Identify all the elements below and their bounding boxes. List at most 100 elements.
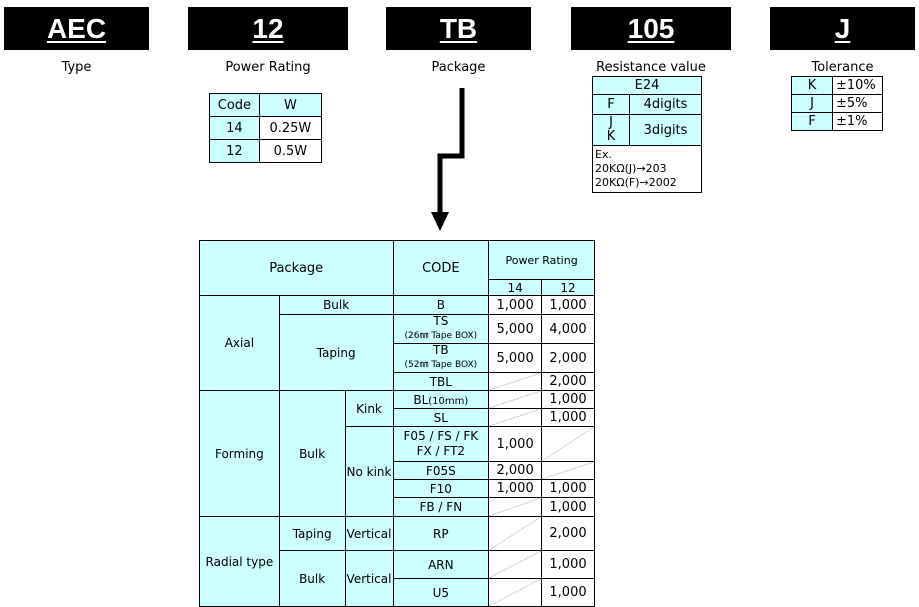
code-sl: SL [392,408,490,427]
code-tb-label: TB [433,343,449,357]
value-12: 1,000 [541,497,595,517]
code-b: B [392,295,490,315]
code-f05-line1: F05 / FS / FK [403,429,479,443]
resistance-digits-cell: 4digits [629,94,702,115]
tolerance-code-cell: J [791,94,833,113]
resistance-label: Resistance value [596,60,706,75]
code-f10: F10 [392,479,490,498]
code-ts-sub: (26㎜ Tape BOX) [404,331,478,341]
sub-no-kink: No kink [344,426,394,517]
code-tb: TB (52㎜ Tape BOX) [392,343,490,373]
sub-bulk: Bulk [278,550,346,607]
code-bl: BL(10mm) [392,390,490,409]
value-12: 1,000 [541,550,595,579]
package-table: Package CODE Power Rating 14 12 Axial Bu… [199,240,595,607]
power-label: Power Rating [225,60,311,75]
power-code: 12 [188,7,348,50]
resistance-code-cell: F [592,94,630,115]
sub-taping: Taping [278,516,346,551]
group-radial: Radial type [199,516,280,607]
value-12: 1,000 [541,295,595,315]
power-row-code: 14 [209,116,260,140]
code-u5: U5 [392,578,490,607]
header-12: 12 [541,279,595,296]
empty-cell [488,516,543,551]
code-fb: FB / FN [392,497,490,517]
value-12: 2,000 [541,372,595,391]
value-12: 2,000 [541,516,595,551]
code-ts-label: TS [433,314,449,328]
tolerance-value-cell: ±1% [832,112,883,131]
tolerance-label: Tolerance [811,60,874,75]
empty-cell [488,408,543,427]
empty-cell [488,372,543,391]
group-forming: Forming [199,390,280,517]
resistance-series: E24 [592,76,702,95]
tolerance-value-cell: ±10% [832,76,883,95]
value-14: 1,000 [488,295,543,315]
sub-vertical: Vertical [344,550,394,607]
tolerance-value-cell: ±5% [832,94,883,113]
power-header-code: Code [209,93,260,117]
value-12: 1,000 [541,390,595,409]
sub-kink: Kink [344,390,394,427]
tolerance-code: J [770,7,915,50]
sub-bulk: Bulk [278,295,394,315]
value-12: 2,000 [541,343,595,373]
value-14: 5,000 [488,343,543,373]
power-row-code: 12 [209,139,260,163]
code-ts: TS (26㎜ Tape BOX) [392,314,490,344]
header-code: CODE [392,240,490,296]
value-14: 5,000 [488,314,543,344]
code-bl-label: BL [413,392,429,407]
header-package: Package [199,240,394,296]
type-code: AEC [4,7,149,50]
header-power-rating: Power Rating [488,240,595,280]
empty-cell [488,578,543,607]
value-14: 2,000 [488,461,543,480]
header-14: 14 [488,279,543,296]
empty-cell [541,461,595,480]
tolerance-table: K±10% J±5% F±1% [791,76,883,131]
type-label: Type [61,60,92,75]
value-12: 1,000 [541,578,595,607]
tolerance-code-cell: F [791,112,833,131]
value-12: 1,000 [541,408,595,427]
power-header-w: W [258,93,323,117]
package-code: TB [386,7,531,50]
empty-cell [541,426,595,462]
code-f05-line2: FX / FT2 [416,444,466,458]
code-tbl: TBL [392,372,490,391]
value-12: 1,000 [541,479,595,498]
code-f05s: F05S [392,461,490,480]
group-axial: Axial [199,295,280,391]
code-arn: ARN [392,550,490,579]
sub-vertical: Vertical [344,516,394,551]
value-14: 1,000 [488,479,543,498]
down-arrow-icon [431,88,465,231]
power-row-w: 0.25W [258,116,323,140]
value-12: 4,000 [541,314,595,344]
code-tb-sub: (52㎜ Tape BOX) [404,360,478,370]
empty-cell [488,390,543,409]
tolerance-code-cell: K [791,76,833,95]
empty-cell [488,497,543,517]
value-14: 1,000 [488,426,543,462]
sub-bulk: Bulk [278,390,346,517]
sub-taping: Taping [278,314,394,391]
resistance-example: Ex. 20KΩ(J)→203 20KΩ(F)→2002 [592,145,702,193]
package-label: Package [431,60,486,75]
resistance-digits-cell: 3digits [629,114,702,146]
resistance-code: 105 [571,7,731,50]
power-row-w: 0.5W [258,139,323,163]
code-bl-sub: (10mm) [428,395,469,407]
empty-cell [488,550,543,579]
resistance-code-cell: J K [592,114,630,146]
example-line: 20KΩ(J)→203 [595,162,667,175]
example-title: Ex. [595,148,612,161]
code-rp: RP [392,516,490,551]
example-line: 20KΩ(F)→2002 [595,176,677,189]
